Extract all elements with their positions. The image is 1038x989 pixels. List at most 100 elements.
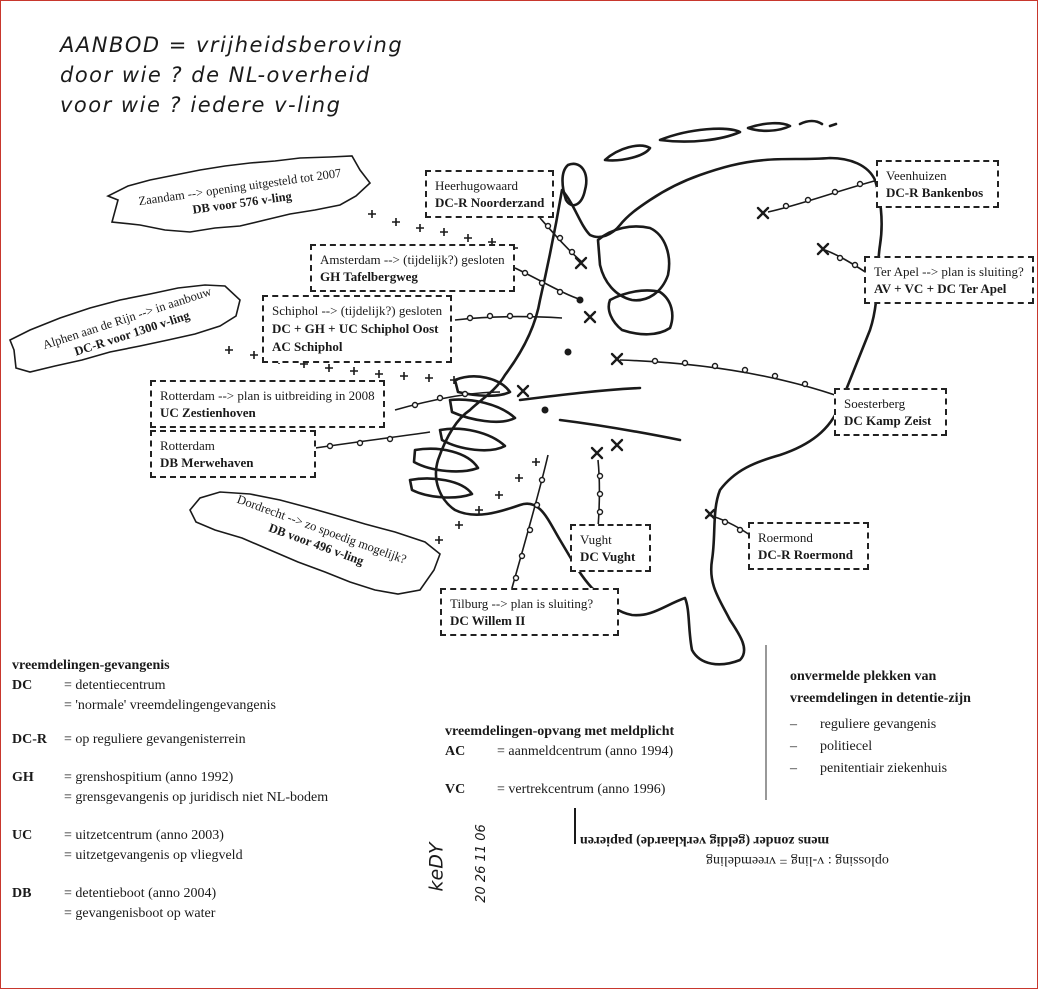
box-schiphol: Schiphol --> (tijdelijk?) gesloten DC + … (262, 295, 453, 363)
legend-uc-key: UC (12, 828, 33, 843)
marker-rotterdam (516, 384, 530, 398)
box-rotterdam1-name: UC Zestienhoven (160, 405, 256, 420)
box-veenhuizen-place: Veenhuizen (886, 168, 947, 183)
legend-item-2: politiecel (820, 739, 873, 754)
box-veenhuizen-name: DC-R Bankenbos (886, 185, 984, 200)
box-rotterdam-zestienhoven: Rotterdam --> plan is uitbreiding in 200… (150, 380, 385, 428)
box-schiphol-name2: AC Schiphol (272, 339, 343, 354)
box-vught-name: DC Vught (580, 549, 636, 564)
island-texel (561, 162, 588, 207)
box-roermond: Roermond DC-R Roermond (748, 522, 869, 570)
leader-tilburg (509, 454, 549, 596)
marker-terapel (816, 242, 830, 256)
flevoland (607, 289, 674, 336)
zeeland-5 (408, 477, 474, 499)
dot-amsterdam (576, 296, 584, 304)
legend-dash-3: – (790, 761, 797, 776)
box-amsterdam: Amsterdam --> (tijdelijk?) gesloten GH T… (310, 244, 515, 292)
legend-dc-key: DC (12, 678, 33, 693)
island-schier (798, 119, 824, 126)
box-rotterdam1-place: Rotterdam --> plan is uitbreiding in 200… (160, 388, 375, 403)
box-amsterdam-name: GH Tafelbergweg (320, 269, 418, 284)
island-ameland (746, 121, 792, 133)
legend-db-2: = gevangenisboot op water (64, 906, 216, 921)
legend-vc-1: = vertrekcentrum (anno 1996) (497, 782, 666, 797)
cloud-zaandam-shape (106, 155, 372, 233)
legend-dc-1: = detentiecentrum (64, 678, 166, 693)
box-rotterdam2-place: Rotterdam (160, 438, 215, 453)
legend-unmentioned-title1: onvermelde plekken van (790, 669, 937, 684)
legend-item-1: reguliere gevangenis (820, 717, 937, 732)
cloud-alphen-shape (8, 284, 241, 373)
legend-dcr-1: = op reguliere gevangenisterrein (64, 732, 246, 747)
legend-uc-1: = uitzetcentrum (anno 2003) (64, 828, 224, 843)
island-vlieland (603, 144, 652, 162)
legend-detention-title: vreemdelingen-gevangenis (12, 658, 170, 673)
box-terapel-place: Ter Apel --> plan is sluiting? (874, 264, 1024, 279)
signature: keDY 20 26 11 06 (425, 824, 502, 916)
legend-dc-2: = 'normale' vreemdelingengevangenis (64, 698, 276, 713)
legend-shelter-title: vreemdelingen-opvang met meldplicht (445, 724, 675, 739)
legend-ac-1: = aanmeldcentrum (anno 1994) (497, 744, 674, 759)
legend-dash-1: – (790, 717, 797, 732)
footnote-bar (574, 808, 576, 844)
marker-roermond (704, 508, 716, 520)
ijsselmeer (596, 225, 671, 302)
box-soesterberg: Soesterberg DC Kamp Zeist (834, 388, 948, 436)
header-line-3: voor wie ? iedere v-ling (60, 93, 342, 117)
box-heerhugowaard-place: Heerhugowaard (435, 178, 519, 193)
box-schiphol-place: Schiphol --> (tijdelijk?) gesloten (272, 303, 443, 318)
dot-utrecht (564, 348, 572, 356)
river-2 (558, 418, 682, 442)
box-schiphol-name1: DC + GH + UC Schiphol Oost (272, 321, 439, 336)
zeeland-2 (448, 398, 517, 424)
legend-shelter: vreemdelingen-opvang met meldplicht AC = … (445, 722, 674, 800)
dot-dordrecht (541, 406, 549, 414)
box-rotterdam-merwehaven: Rotterdam DB Merwehaven (150, 430, 316, 478)
legend-gh-1: = grenshospitium (anno 1992) (64, 770, 234, 785)
river-1 (518, 386, 642, 402)
cloud-dordrecht-shape (189, 491, 441, 595)
box-roermond-name: DC-R Roermond (758, 547, 853, 562)
marker-schiphol (583, 310, 597, 324)
header-line-1: AANBOD = vrijheidsberoving (60, 33, 404, 57)
legend-db-key: DB (12, 886, 32, 901)
box-soesterberg-name: DC Kamp Zeist (844, 413, 932, 428)
footnote-line1: mens zonder (geldig verklaarde) papieren (580, 833, 830, 848)
marker-vught2 (610, 438, 624, 452)
mainland-outline (434, 156, 883, 666)
zeeland-4 (412, 447, 480, 473)
leader-rotterdam1 (394, 391, 501, 411)
legend-vc-key: VC (445, 782, 466, 797)
box-heerhugowaard-name: DC-R Noorderzand (435, 195, 545, 210)
box-soesterberg-place: Soesterberg (844, 396, 906, 411)
box-amsterdam-place: Amsterdam --> (tijdelijk?) gesloten (320, 252, 505, 267)
legend-unmentioned: onvermelde plekken van vreemdelingen in … (790, 666, 971, 780)
box-heerhugowaard: Heerhugowaard DC-R Noorderzand (425, 170, 555, 218)
legend-detention: vreemdelingen-gevangenis DC = detentiecen… (12, 656, 328, 924)
island-rottum (828, 122, 838, 128)
star-trail-dordrecht (435, 458, 540, 544)
box-tilburg-name: DC Willem II (450, 613, 526, 628)
box-vught-place: Vught (580, 532, 612, 547)
legend-db-1: = detentieboot (anno 2004) (64, 886, 217, 901)
zeeland-3 (438, 427, 507, 452)
legend-dcr-key: DC-R (12, 732, 47, 747)
marker-vught (590, 446, 604, 460)
legend-unmentioned-title2: vreemdelingen in detentie-zijn (790, 691, 971, 706)
box-tilburg-place: Tilburg --> plan is sluiting? (450, 596, 594, 611)
box-rotterdam2-name: DB Merwehaven (160, 455, 254, 470)
signature-date: 20 26 11 06 (473, 824, 489, 903)
box-veenhuizen: Veenhuizen DC-R Bankenbos (876, 160, 1000, 208)
footnote-line2: oplossing : v-ling = vreemdeling (706, 853, 889, 868)
legend-gh-key: GH (12, 770, 34, 785)
legend-uc-2: = uitzetgevangenis op vliegveld (64, 848, 243, 863)
island-terschelling (658, 127, 742, 143)
box-vught: Vught DC Vught (570, 524, 652, 572)
leader-soesterberg (619, 359, 836, 396)
legend-ac-key: AC (445, 744, 466, 759)
legend-gh-2: = grensgevangenis op juridisch niet NL-b… (64, 790, 329, 805)
box-roermond-place: Roermond (758, 530, 813, 545)
header-line-2: door wie ? de NL-overheid (60, 63, 371, 87)
